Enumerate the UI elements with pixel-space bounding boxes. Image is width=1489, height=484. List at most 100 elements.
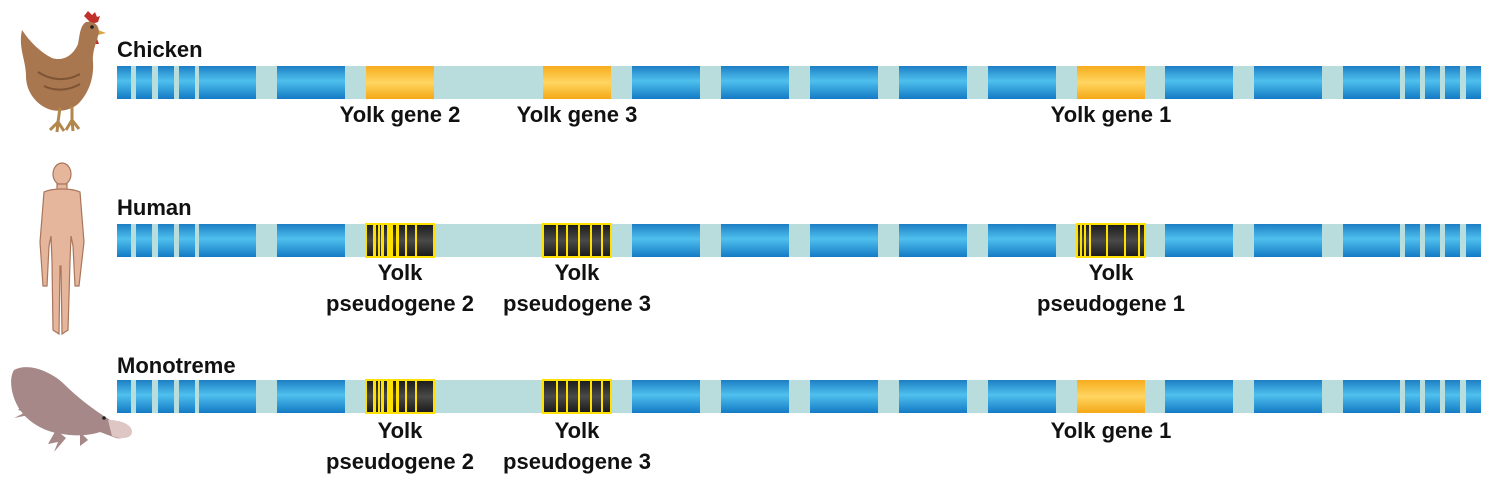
chromosome-segment	[721, 66, 789, 99]
pseudogene-stripe	[387, 380, 389, 413]
yolk-pseudogene-block	[542, 379, 612, 414]
yolk-pseudogene-block	[1076, 223, 1146, 258]
pseudogene-stripe	[590, 224, 592, 257]
chromosome-segment	[277, 66, 345, 99]
yolk-pseudogene-label: pseudogene 2	[326, 291, 474, 316]
chromosome-segment	[158, 380, 174, 413]
pseudogene-stripe	[1138, 224, 1140, 257]
pseudogene-stripe	[405, 224, 407, 257]
pseudogene-stripe	[601, 224, 603, 257]
chromosome-segment	[199, 380, 256, 413]
chromosome-segment	[1466, 380, 1481, 413]
chromosome-segment	[810, 380, 878, 413]
yolk-gene-block	[1077, 66, 1145, 99]
human-icon	[39, 162, 85, 336]
row-title-human: Human	[117, 195, 192, 220]
chromosome-segment	[179, 380, 195, 413]
chromosome-segment	[1343, 224, 1400, 257]
chromosome-segment	[199, 66, 256, 99]
pseudogene-stripe	[578, 380, 580, 413]
chromosome-segment	[117, 224, 131, 257]
pseudogene-stripe	[415, 224, 417, 257]
chromosome-segment	[1445, 224, 1460, 257]
chromosome-segment	[632, 380, 700, 413]
chromosome-segment	[179, 66, 195, 99]
yolk-pseudogene-label: pseudogene 2	[326, 449, 474, 474]
chromosome-segment	[988, 380, 1056, 413]
chromosome-segment	[1425, 380, 1440, 413]
chromosome-segment	[1405, 380, 1420, 413]
chromosome-segment	[117, 66, 131, 99]
chromosome-segment	[899, 66, 967, 99]
chromosome-segment	[899, 224, 967, 257]
pseudogene-stripe	[381, 380, 383, 413]
pseudogene-stripe	[373, 380, 375, 413]
chromosome-segment	[199, 224, 256, 257]
row-title-monotreme: Monotreme	[117, 353, 236, 378]
pseudogene-stripe	[1084, 224, 1086, 257]
pseudogene-stripe	[556, 224, 558, 257]
pseudogene-stripe	[389, 224, 391, 257]
yolk-gene-label: Yolk gene 2	[340, 102, 461, 127]
chromosome-segment	[1466, 224, 1481, 257]
yolk-pseudogene-label: Yolk	[1089, 260, 1135, 285]
chromosome-segment	[1165, 380, 1233, 413]
yolk-gene-label: Yolk gene 1	[1051, 418, 1172, 443]
chromosome-segment	[721, 380, 789, 413]
pseudogene-stripe	[1124, 224, 1126, 257]
pseudogene-stripe	[387, 224, 389, 257]
yolk-pseudogene-label: Yolk	[555, 260, 601, 285]
pseudogene-stripe	[1089, 224, 1091, 257]
chromosome-segment	[136, 66, 152, 99]
chromosome-segment	[277, 224, 345, 257]
chromosome-segment	[1445, 66, 1460, 99]
chromosome-segment	[810, 66, 878, 99]
pseudogene-stripe	[590, 380, 592, 413]
chromosome-segment	[277, 380, 345, 413]
chromosome-segment	[632, 66, 700, 99]
pseudogene-stripe	[389, 380, 391, 413]
yolk-gene-block	[1077, 380, 1145, 413]
chromosome-segment	[158, 66, 174, 99]
pseudogene-stripe	[578, 224, 580, 257]
pseudogene-stripe	[566, 380, 568, 413]
pseudogene-stripe	[397, 224, 399, 257]
chromosome-segment	[1425, 66, 1440, 99]
chromosome-segment	[1165, 224, 1233, 257]
chromosome-segment	[1343, 66, 1400, 99]
pseudogene-stripe	[373, 224, 375, 257]
yolk-pseudogene-label: pseudogene 1	[1037, 291, 1185, 316]
pseudogene-stripe	[397, 380, 399, 413]
chromosome-segment	[1425, 224, 1440, 257]
chromosome-segment	[136, 380, 152, 413]
row-title-chicken: Chicken	[117, 37, 203, 62]
chromosome-segment	[1445, 380, 1460, 413]
chromosome-segment	[136, 224, 152, 257]
yolk-pseudogene-label: pseudogene 3	[503, 291, 651, 316]
yolk-pseudogene-block	[365, 379, 435, 414]
pseudogene-stripe	[381, 224, 383, 257]
pseudogene-stripe	[556, 380, 558, 413]
chromosome-segment	[988, 224, 1056, 257]
pseudogene-stripe	[391, 224, 393, 257]
chromosome-segment	[1405, 66, 1420, 99]
pseudogene-stripe	[378, 224, 380, 257]
yolk-pseudogene-block	[365, 223, 435, 258]
chromosome-segment	[988, 66, 1056, 99]
chromosome-segment	[632, 224, 700, 257]
yolk-gene-block	[366, 66, 434, 99]
platypus-icon	[11, 367, 132, 452]
chromosome-segment	[117, 380, 131, 413]
yolk-pseudogene-block	[542, 223, 612, 258]
pseudogene-stripe	[405, 380, 407, 413]
yolk-pseudogene-label: pseudogene 3	[503, 449, 651, 474]
pseudogene-stripe	[415, 380, 417, 413]
chromosome-segment	[1405, 224, 1420, 257]
yolk-pseudogene-label: Yolk	[378, 418, 424, 443]
chromosome-segment	[158, 224, 174, 257]
